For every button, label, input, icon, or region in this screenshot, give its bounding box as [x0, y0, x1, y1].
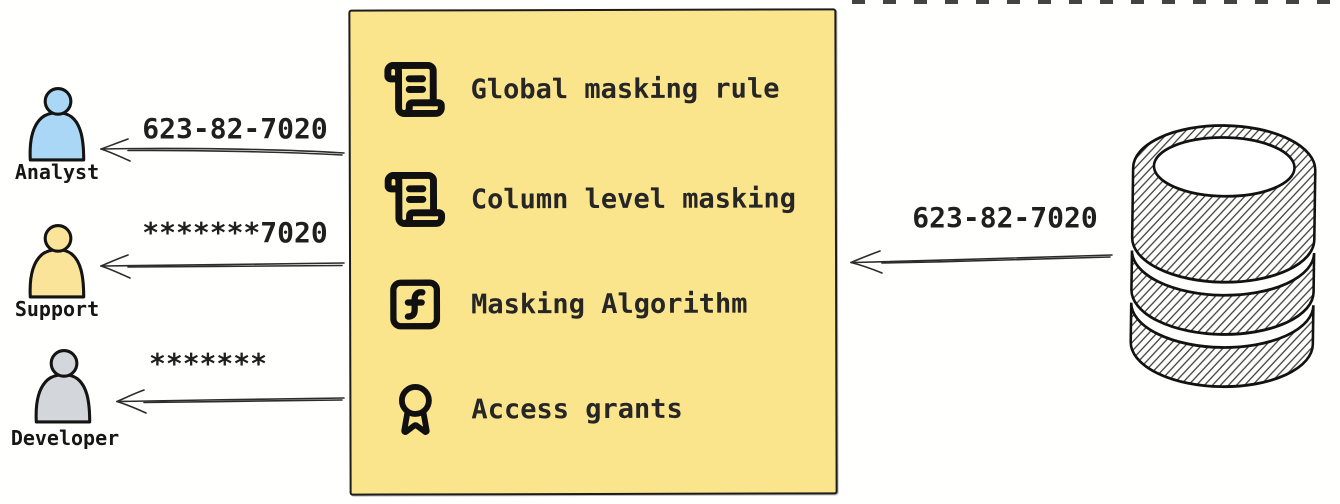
masking-box-item-label: Access grants — [471, 393, 683, 425]
person-body — [34, 373, 92, 424]
person-body — [28, 111, 86, 162]
analyst-person-icon — [28, 87, 86, 162]
arrow-to-support — [100, 254, 345, 279]
support-received-value: *******7020 — [142, 216, 328, 249]
support-label: Support — [14, 297, 100, 321]
database-icon — [1129, 124, 1317, 389]
scroll-text-icon — [384, 171, 446, 227]
person-body — [28, 248, 86, 299]
person-head — [43, 224, 73, 253]
scroll-text-icon — [384, 61, 445, 117]
database-bottom-band — [1129, 302, 1315, 389]
database-top-opening — [1152, 136, 1296, 198]
masking-box-item: Masking Algorithm — [383, 275, 748, 334]
cropped-dashed-edge — [852, 0, 1340, 4]
support-person-icon — [28, 224, 86, 299]
person-head — [43, 87, 73, 116]
award-icon — [398, 384, 432, 435]
masking-box-item: Access grants — [383, 375, 683, 444]
function-square-icon — [390, 279, 441, 330]
analyst-received-value: 623-82-7020 — [142, 112, 328, 145]
person-head — [49, 349, 79, 378]
arrow-to-developer — [116, 389, 345, 414]
arrow-to-analyst — [100, 138, 345, 162]
masking-box-item: Column level masking — [383, 166, 796, 231]
masking-box-item-label: Masking Algorithm — [471, 288, 748, 320]
database-middle-band — [1130, 250, 1316, 336]
masking-box-item: Global masking rule — [382, 57, 779, 122]
database-outgoing-value: 623-82-7020 — [912, 201, 1098, 234]
developer-received-value: ******* — [148, 347, 267, 380]
masking-box-item-label: Column level masking — [470, 182, 797, 215]
masking-rules-box: Global masking rule Column level masking… — [348, 8, 838, 496]
analyst-label: Analyst — [14, 160, 100, 184]
developer-person-icon — [34, 349, 92, 424]
arrow-database-to-box — [850, 250, 1113, 274]
masking-box-item-label: Global masking rule — [470, 73, 780, 105]
developer-label: Developer — [10, 426, 120, 450]
